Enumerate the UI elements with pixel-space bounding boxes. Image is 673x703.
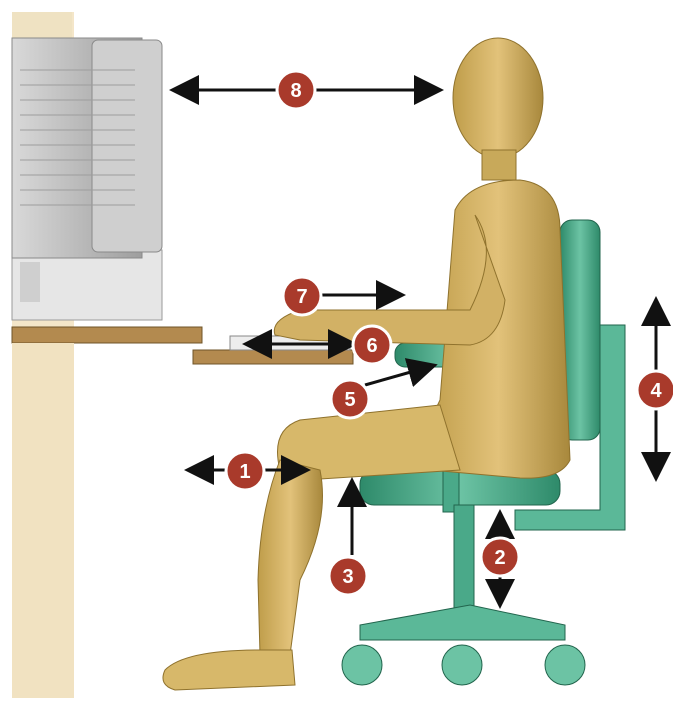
marker-8: 8 (277, 71, 315, 109)
svg-text:5: 5 (344, 389, 355, 411)
marker-7: 7 (283, 277, 321, 315)
marker-2: 2 (481, 538, 519, 576)
svg-text:4: 4 (650, 380, 662, 402)
svg-text:6: 6 (366, 335, 377, 357)
desk (12, 327, 202, 698)
svg-text:1: 1 (239, 461, 250, 483)
svg-text:8: 8 (290, 80, 301, 102)
marker-4: 4 (637, 371, 673, 409)
svg-text:3: 3 (342, 566, 353, 588)
monitor (12, 38, 162, 320)
svg-text:7: 7 (296, 286, 307, 308)
svg-text:2: 2 (494, 547, 505, 569)
marker-1: 1 (226, 452, 264, 490)
marker-5: 5 (331, 380, 369, 418)
arrow-5 (365, 366, 432, 385)
marker-3: 3 (329, 557, 367, 595)
marker-6: 6 (353, 326, 391, 364)
